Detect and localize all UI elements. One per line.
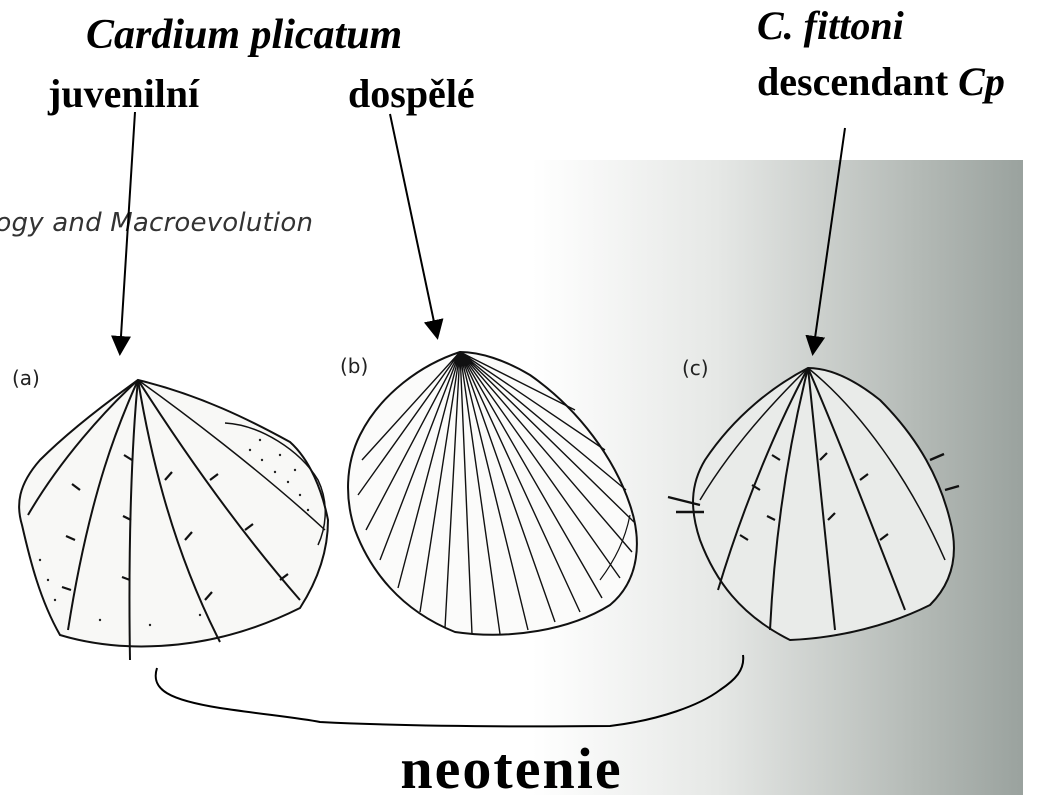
arrow-juvenile [120, 112, 135, 352]
neoteny-bracket [156, 655, 744, 726]
arrow-descendant [813, 128, 845, 352]
arrow-adult [390, 114, 437, 336]
